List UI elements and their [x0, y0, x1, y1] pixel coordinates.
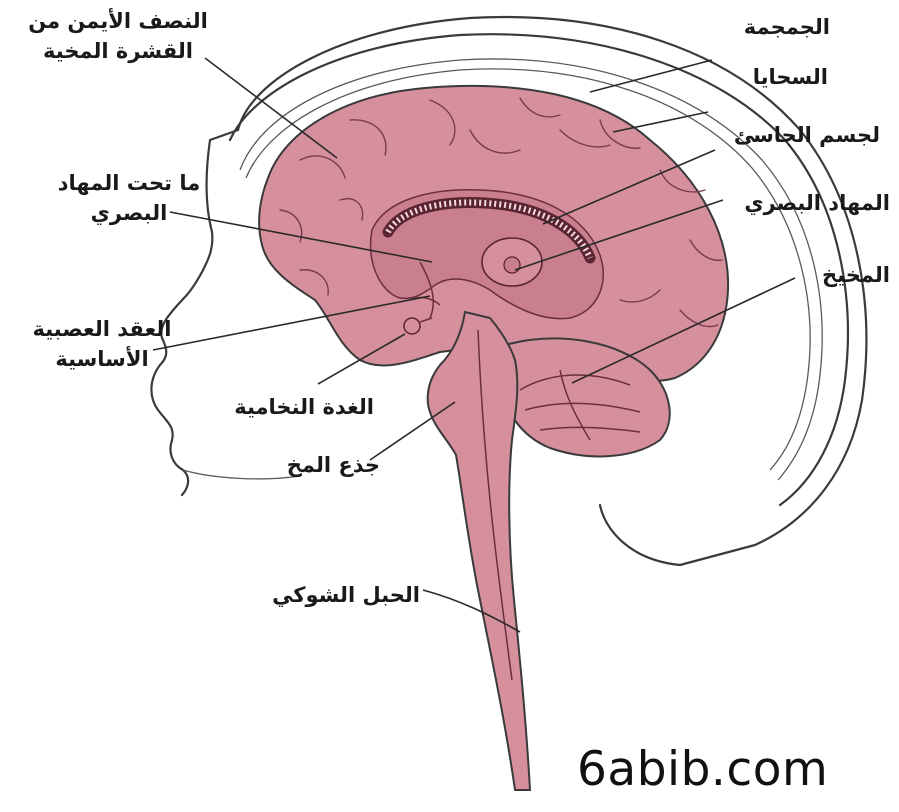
- label-basal-ganglia-line1: العقد العصبية: [4, 314, 200, 344]
- label-cortex-right-half-line2: القشرة المخية: [18, 36, 218, 66]
- label-hypothalamus-line2: البصري: [22, 198, 236, 228]
- label-basal-ganglia-line2: الأساسية: [4, 344, 200, 374]
- label-cortex-right-half-line1: النصف الأيمن من: [18, 6, 218, 36]
- label-brainstem: جذع المخ: [240, 450, 380, 480]
- label-corpus-callosum: لجسم الجاسئ: [690, 120, 880, 150]
- label-spinal-cord: الحبل الشوكي: [236, 580, 420, 610]
- label-basal-ganglia: العقد العصبية الأساسية: [4, 314, 200, 374]
- label-skull: الجمجمة: [690, 12, 830, 42]
- thalamus-core: [504, 257, 520, 273]
- label-cortex-right-half: النصف الأيمن من القشرة المخية: [18, 6, 218, 66]
- label-pituitary: الغدة النخامية: [178, 392, 374, 422]
- label-hypothalamus: ما تحت المهاد البصري: [22, 168, 236, 228]
- label-cerebellum: المخيخ: [770, 260, 890, 290]
- label-thalamus: المهاد البصري: [695, 188, 890, 218]
- label-meninges: السحايا: [700, 62, 828, 92]
- label-hypothalamus-line1: ما تحت المهاد: [22, 168, 236, 198]
- pituitary-gland: [404, 318, 420, 334]
- site-watermark: 6abib.com: [577, 742, 828, 798]
- brainstem-spinal-cord: [428, 312, 530, 790]
